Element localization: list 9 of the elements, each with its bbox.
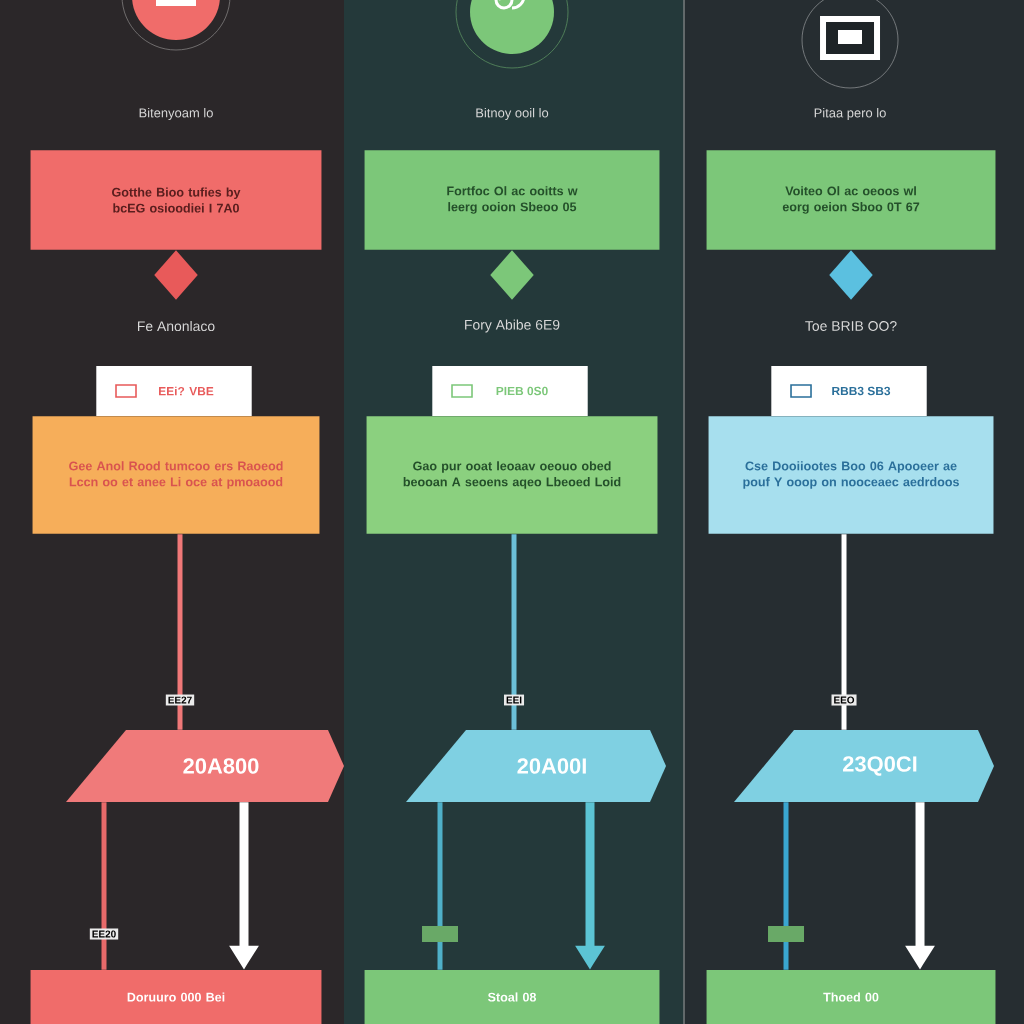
connector-line (437, 802, 443, 970)
connector-line (177, 534, 183, 730)
diamond-marker (829, 250, 873, 300)
connector-line (511, 534, 517, 730)
connector-line (101, 802, 107, 970)
diamond-marker (154, 250, 198, 300)
connector-line (783, 802, 789, 970)
connector-line (841, 534, 847, 730)
diamond-marker (490, 250, 534, 300)
